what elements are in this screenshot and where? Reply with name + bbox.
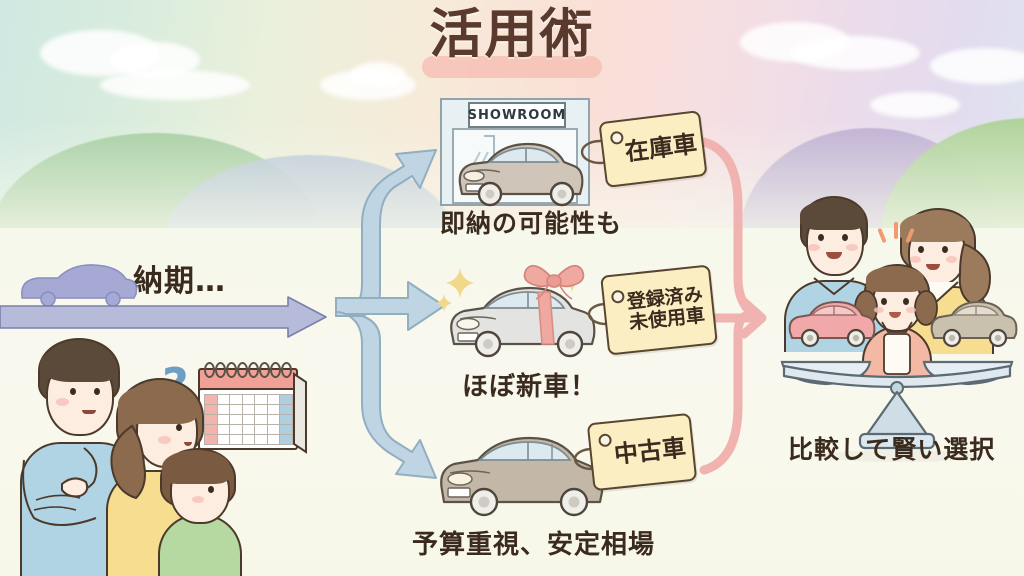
option-used-car: 中古車 予算重視、安定相場: [412, 412, 744, 568]
child-cheek: [192, 496, 204, 503]
tag-used-car: 中古車: [586, 412, 698, 492]
child: [150, 448, 250, 576]
showroom-sign-label: SHOWROOM: [467, 107, 567, 123]
mother-eye: [176, 424, 182, 431]
comparison-father-cheek: [846, 244, 858, 251]
delivery-label: 納期…: [133, 264, 226, 299]
father-cheek: [56, 398, 69, 406]
comparison-father-collar: [813, 277, 855, 296]
calendar-ring: [215, 362, 226, 378]
comparison-father-cheek: [808, 244, 820, 251]
cloud-icon: [790, 36, 920, 70]
calendar-grid: [204, 394, 293, 445]
comparison-father-eye: [842, 234, 848, 241]
title-underline: [422, 56, 602, 78]
father-mouth: [82, 410, 96, 414]
calendar-ring: [248, 362, 259, 378]
comparison-daughter-cheek: [874, 307, 884, 313]
father-fringe: [40, 346, 114, 382]
comparison-daughter-mouth: [889, 312, 901, 318]
balance-scale: [780, 360, 1014, 462]
car-silhouette-icon: [21, 264, 138, 307]
cloud-icon: [870, 92, 960, 118]
caption-stock-car: 即納の可能性も: [440, 209, 623, 238]
calendar-ring: [226, 362, 237, 378]
calendar-ring: [237, 362, 248, 378]
comparison-father-fringe: [800, 200, 864, 230]
comparison-car-right: [930, 301, 1018, 348]
mother-fringe: [118, 384, 198, 424]
caption-used-car: 予算重視、安定相場: [412, 530, 656, 560]
car-registered-unused: [450, 286, 596, 358]
comparison-mother-cheek: [946, 256, 957, 263]
father-eye: [70, 388, 76, 395]
merge-brace-arrow: [697, 137, 767, 475]
tag-stock-car: 在庫車: [598, 110, 708, 188]
comparison-mother-cheek: [910, 256, 921, 263]
option-stock-car: SHOWROOM 在庫車 即納の可能性も: [434, 92, 734, 242]
comparison-father-mouth: [826, 252, 842, 259]
comparison-daughter: [854, 264, 944, 384]
mother-ponytail: [110, 424, 146, 500]
comparison-daughter-eye: [903, 298, 909, 305]
cloud-icon: [350, 62, 406, 88]
comparison-mother-eye: [942, 246, 948, 253]
mother-cheek: [158, 436, 171, 444]
showroom-sign: SHOWROOM: [468, 102, 566, 128]
caption-comparison: 比較して賢い選択: [788, 435, 996, 464]
three-way-branch-arrow: [335, 149, 445, 479]
comparison-panel: 比較して賢い選択: [770, 190, 1024, 470]
comparison-daughter-cheek: [906, 307, 916, 313]
tag-registered-unused-car: 登録済み 未使用車: [600, 264, 718, 356]
calendar-icon: [196, 358, 308, 456]
comparison-daughter-fringe: [866, 266, 924, 292]
comparison-father-eye: [818, 234, 824, 241]
child-torso: [158, 514, 242, 576]
comparison-daughter-apron: [881, 321, 913, 375]
calendar-ring: [270, 362, 281, 378]
comparison-mother-eye: [918, 246, 924, 253]
excitement-mark-icon: [894, 222, 898, 239]
calendar-ring: [259, 362, 270, 378]
sparkle-icon: [436, 294, 452, 312]
mother-mouth: [184, 442, 192, 446]
caption-registered-unused-car: ほぼ新車！: [462, 372, 598, 402]
child-fringe: [162, 450, 230, 484]
calendar-stand: [293, 372, 307, 454]
child-eye: [208, 486, 214, 493]
father-eye: [94, 388, 100, 395]
page-title: 活用術: [0, 4, 1024, 78]
delivery-timeline-arrow: [0, 296, 327, 338]
car-used: [440, 436, 604, 517]
calendar-ring: [281, 362, 292, 378]
comparison-daughter-eye: [881, 298, 887, 305]
car-stock: [458, 142, 584, 207]
father-arms: [22, 447, 98, 526]
title-text: 活用術: [429, 4, 595, 65]
option-registered-unused-car: 登録済み 未使用車 ほぼ新車！: [434, 252, 734, 402]
comparison-car-left: [788, 301, 876, 348]
calendar-body: [198, 388, 298, 450]
cloud-icon: [100, 70, 250, 100]
ribbon-bow-icon: [523, 264, 585, 300]
calendar-ring: [204, 362, 215, 378]
comparison-mother-fringe: [900, 212, 970, 242]
comparison-mother-mouth: [926, 264, 940, 270]
cloud-icon: [930, 48, 1024, 84]
sparkle-icon: [446, 268, 474, 298]
